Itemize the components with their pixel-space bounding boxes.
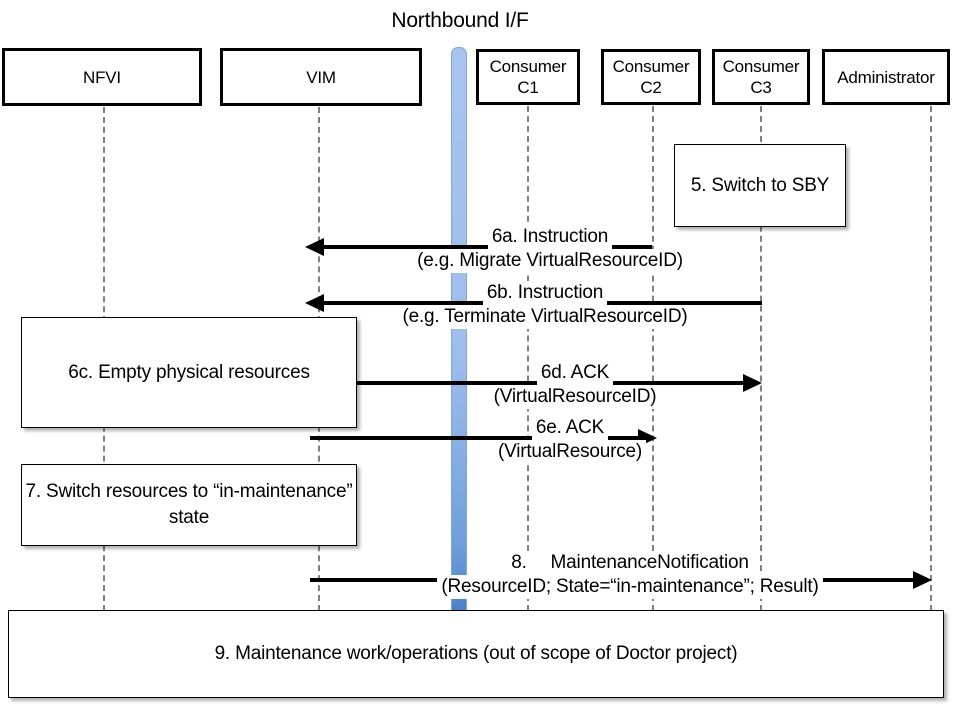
note-switch-to-sby-line1: 5. Switch to <box>690 174 787 196</box>
note-maintenance-work-line2: (out of scope of Doctor project) <box>482 643 738 664</box>
lifeline-c1 <box>527 106 529 611</box>
note-maintenance-work[interactable]: 9. Maintenance work/operations (out of s… <box>8 610 944 698</box>
message-6e-label: 6e. ACK (VirtualResource) <box>430 416 710 464</box>
message-8-label: 8. MaintenanceNotification (ResourceID; … <box>330 551 930 599</box>
message-8-label-bottom: (ResourceID; State=“in-maintenance”; Res… <box>437 575 823 599</box>
diagram-title: Northbound I/F <box>391 9 529 32</box>
lifeline-c3 <box>760 106 762 611</box>
note-switch-resources-maintenance-line2: “in-maintenance” state <box>168 481 353 528</box>
message-6b-label-top: 6b. Instruction <box>482 281 608 305</box>
note-switch-resources-maintenance[interactable]: 7. Switch resources to “in-maintenance” … <box>21 464 357 546</box>
message-6a-label: 6a. Instruction (e.g. Migrate VirtualRes… <box>340 225 760 273</box>
message-6d-label-bottom: (VirtualResourceID) <box>489 385 661 409</box>
participant-consumer-c3[interactable]: Consumer C3 <box>712 49 810 105</box>
participant-consumer-c2-label-2: C2 <box>640 78 662 97</box>
note-switch-to-sby[interactable]: 5. Switch to SBY <box>674 144 846 227</box>
note-empty-physical-resources-line1: 6c. Empty physical resources <box>68 361 310 383</box>
lifeline-admin <box>930 106 932 611</box>
message-6b-arrowhead <box>305 294 324 312</box>
participant-administrator-label: Administrator <box>837 67 935 87</box>
message-6e-line <box>310 436 640 440</box>
message-6d-arrowhead <box>743 374 762 392</box>
participant-nfvi[interactable]: NFVI <box>2 48 202 106</box>
message-6a-line <box>322 245 652 249</box>
participant-consumer-c2-label-1: Consumer <box>612 57 690 76</box>
participant-nfvi-label: NFVI <box>83 67 121 87</box>
lifeline-c2 <box>652 106 654 611</box>
participant-consumer-c1[interactable]: Consumer C1 <box>476 49 580 105</box>
participant-consumer-c3-label-1: Consumer <box>722 57 800 76</box>
participant-vim-label: VIM <box>306 67 336 87</box>
message-8-arrowhead <box>913 571 932 589</box>
message-6e-label-top: 6e. ACK <box>531 416 609 440</box>
participant-consumer-c1-label-2: C1 <box>517 78 539 97</box>
participant-vim[interactable]: VIM <box>220 48 422 106</box>
participant-administrator[interactable]: Administrator <box>822 49 950 105</box>
participant-consumer-c2[interactable]: Consumer C2 <box>601 49 701 105</box>
participant-consumer-c1-label-1: Consumer <box>489 57 567 76</box>
message-8-label-top: 8. MaintenanceNotification <box>507 551 753 575</box>
message-6d-label: 6d. ACK (VirtualResourceID) <box>425 361 725 409</box>
participant-consumer-c3-label-2: C3 <box>750 78 772 97</box>
message-6a-label-bottom: (e.g. Migrate VirtualResourceID) <box>413 249 687 273</box>
message-6b-label: 6b. Instruction (e.g. Terminate VirtualR… <box>330 281 760 329</box>
message-6a-arrowhead <box>305 238 324 256</box>
message-6d-label-top: 6d. ACK <box>536 361 614 385</box>
note-switch-to-sby-line2: SBY <box>791 174 830 196</box>
note-switch-resources-maintenance-line1: 7. Switch resources to <box>25 481 209 502</box>
note-empty-physical-resources[interactable]: 6c. Empty physical resources <box>21 317 357 428</box>
note-maintenance-work-line1: 9. Maintenance work/operations <box>214 643 479 664</box>
northbound-interface-bar <box>451 47 467 613</box>
message-6e-label-bottom: (VirtualResource) <box>493 440 647 464</box>
message-6b-label-bottom: (e.g. Terminate VirtualResourceID) <box>398 305 692 329</box>
message-6a-label-top: 6a. Instruction <box>487 225 613 249</box>
